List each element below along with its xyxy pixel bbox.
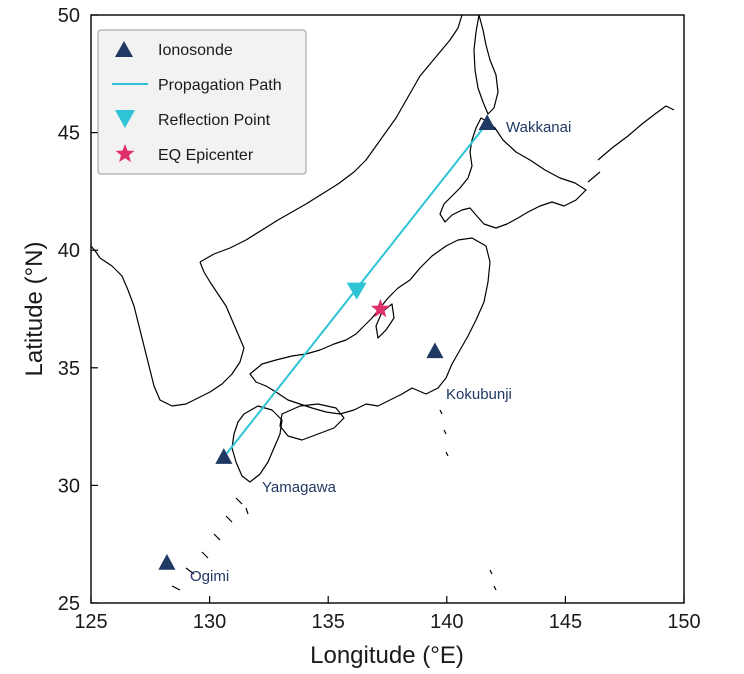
- x-tick-label: 140: [430, 611, 463, 633]
- legend-label: Ionosonde: [158, 42, 233, 59]
- legend-ionosonde-icon: [115, 41, 133, 57]
- x-axis: 125 130 135 140 145 150 Longitude (°E): [74, 596, 701, 669]
- legend-epicenter-icon: [115, 144, 135, 163]
- x-tick-label: 145: [549, 611, 582, 633]
- station-wakkanai: Wakkanai: [478, 114, 571, 136]
- y-tick-25: 25: [58, 593, 98, 615]
- y-tick-label: 35: [58, 358, 80, 380]
- station-label-wakkanai: Wakkanai: [506, 119, 571, 136]
- x-tick-label: 150: [667, 611, 700, 633]
- x-tick-135: 135: [312, 596, 345, 633]
- legend-reflection-icon: [115, 110, 135, 128]
- legend-item-path: Propagation Path: [112, 77, 282, 94]
- y-tick-45: 45: [58, 123, 98, 145]
- ionosonde-marker-yamagawa: [215, 448, 233, 464]
- station-yamagawa: Yamagawa: [215, 448, 337, 496]
- ryukyu-islands: [171, 497, 249, 591]
- y-axis: 25 30 35 40 45 50 Latitude (°N): [21, 5, 98, 615]
- station-kokubunji: Kokubunji: [426, 342, 512, 403]
- y-tick-label: 50: [58, 5, 80, 27]
- sakhalin-coast: [473, 14, 499, 115]
- izu-islands: [439, 409, 497, 591]
- y-tick-label: 30: [58, 475, 80, 497]
- legend: Ionosonde Propagation Path Reflection Po…: [97, 29, 307, 175]
- shikoku-coast: [279, 403, 345, 441]
- mainland-coast: [199, 14, 463, 263]
- mainland-west: [90, 245, 101, 259]
- legend-item-epicenter: EQ Epicenter: [115, 144, 254, 164]
- ionosonde-marker-wakkanai: [478, 114, 496, 130]
- x-tick-145: 145: [549, 596, 582, 633]
- x-tick-150: 150: [667, 596, 701, 633]
- x-tick-label: 135: [312, 611, 345, 633]
- y-tick-label: 45: [58, 123, 80, 145]
- x-tick-130: 130: [193, 596, 226, 633]
- legend-item-reflection: Reflection Point: [115, 110, 271, 129]
- y-tick-label: 40: [58, 240, 80, 262]
- y-tick-30: 30: [58, 475, 98, 497]
- ionosonde-marker-ogimi: [158, 554, 176, 570]
- epicenter-star-marker: [370, 299, 390, 318]
- station-label-kokubunji: Kokubunji: [446, 386, 512, 403]
- y-tick-40: 40: [58, 240, 98, 262]
- legend-label: Propagation Path: [158, 77, 282, 94]
- station-label-yamagawa: Yamagawa: [262, 479, 337, 496]
- x-tick-125: 125: [74, 596, 108, 633]
- hokkaido-coast: [439, 117, 587, 229]
- y-tick-label: 25: [58, 593, 80, 615]
- x-tick-label: 130: [193, 611, 226, 633]
- ionosonde-marker-kokubunji: [426, 342, 444, 359]
- legend-item-ionosonde: Ionosonde: [115, 41, 233, 59]
- korea-coast: [99, 257, 245, 407]
- reflection-point-marker: [346, 282, 367, 300]
- kuril-islands: [587, 105, 675, 183]
- x-tick-140: 140: [430, 596, 463, 633]
- station-label-ogimi: Ogimi: [190, 568, 229, 585]
- legend-box: [97, 29, 307, 175]
- coastlines: [90, 14, 675, 591]
- x-axis-label: Longitude (°E): [310, 642, 464, 669]
- y-axis-label: Latitude (°N): [21, 242, 48, 377]
- legend-label: Reflection Point: [158, 112, 271, 129]
- y-tick-50: 50: [58, 5, 98, 27]
- station-ogimi: Ogimi: [158, 554, 229, 585]
- kyushu-coast: [231, 405, 283, 483]
- y-tick-35: 35: [58, 358, 98, 380]
- legend-label: EQ Epicenter: [158, 147, 254, 164]
- x-tick-label: 125: [74, 611, 107, 633]
